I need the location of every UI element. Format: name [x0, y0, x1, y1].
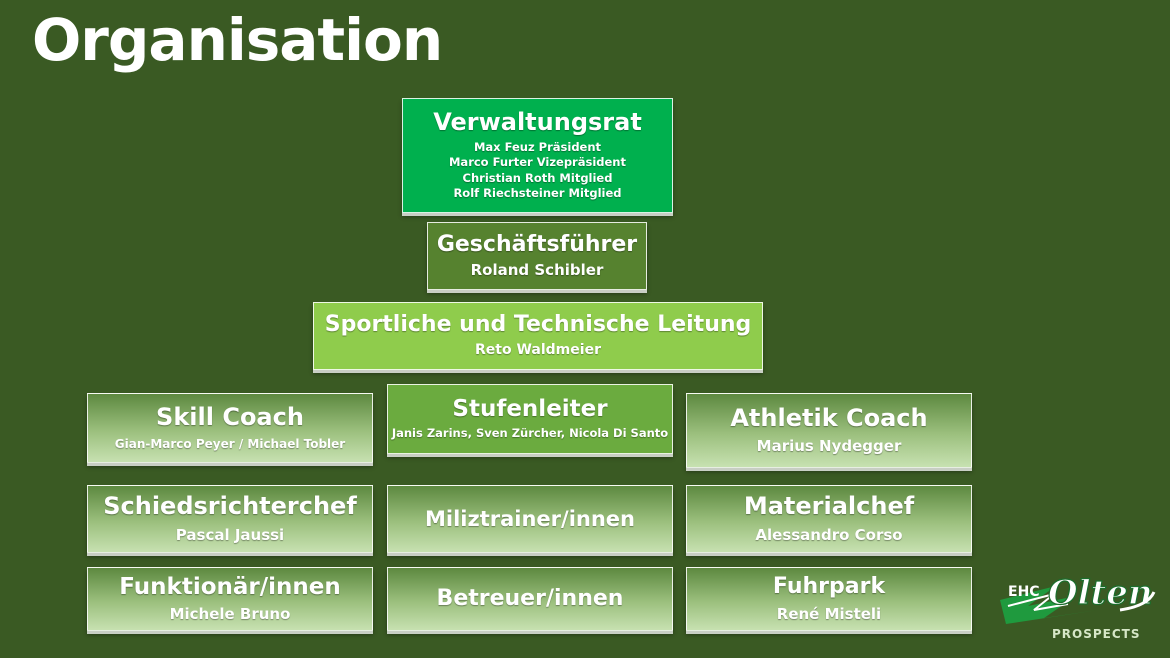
logo-wing-shape: [1000, 586, 1098, 624]
funktionaer-box: Funktionär/innen Michele Bruno: [87, 567, 373, 631]
materialchef-title: Materialchef: [743, 492, 915, 521]
schiedsrichterchef-box: Schiedsrichterchef Pascal Jaussi: [87, 485, 373, 553]
logo-swoosh: [1119, 591, 1156, 612]
athletik-coach-title: Athletik Coach: [730, 403, 928, 432]
verwaltungsrat-member: Rolf Riechsteiner Mitglied: [453, 186, 622, 201]
schiedsrichterchef-name: Pascal Jaussi: [175, 525, 285, 544]
athletik-coach-name: Marius Nydegger: [756, 437, 902, 456]
stufenleiter-box: Stufenleiter Janis Zarins, Sven Zürcher,…: [387, 384, 673, 454]
ehc-olten-logo: EHC Olten PROSPECTS: [1000, 572, 1156, 641]
schiedsrichterchef-title: Schiedsrichterchef: [103, 492, 357, 521]
fuhrpark-box: Fuhrpark René Misteli: [686, 567, 972, 631]
miliztrainer-box: Miliztrainer/innen: [387, 485, 673, 553]
verwaltungsrat-member: Marco Furter Vizepräsident: [448, 155, 626, 170]
logo-olten-text: Olten: [1048, 573, 1153, 613]
fuhrpark-name: René Misteli: [776, 604, 882, 623]
funktionaer-title: Funktionär/innen: [119, 573, 341, 600]
sportliche-leitung-box: Sportliche und Technische Leitung Reto W…: [313, 302, 763, 370]
logo-wing-highlight: [1007, 593, 1069, 611]
betreuer-box: Betreuer/innen: [387, 567, 673, 631]
logo-prospects-text: PROSPECTS: [1052, 627, 1141, 641]
logo-ehc-text: EHC: [1008, 584, 1040, 600]
verwaltungsrat-member: Max Feuz Präsident: [473, 139, 602, 154]
geschaeftsfuehrer-name: Roland Schibler: [470, 261, 604, 280]
page-title: Organisation: [32, 6, 443, 74]
stufenleiter-name: Janis Zarins, Sven Zürcher, Nicola Di Sa…: [391, 426, 669, 441]
betreuer-title: Betreuer/innen: [436, 586, 624, 612]
funktionaer-name: Michele Bruno: [169, 605, 291, 624]
geschaeftsfuehrer-box: Geschäftsführer Roland Schibler: [427, 222, 647, 290]
sportliche-leitung-name: Reto Waldmeier: [475, 342, 601, 359]
skill-coach-title: Skill Coach: [156, 403, 304, 432]
geschaeftsfuehrer-title: Geschäftsführer: [436, 231, 638, 257]
materialchef-name: Alessandro Corso: [755, 525, 903, 544]
sportliche-leitung-title: Sportliche und Technische Leitung: [324, 311, 752, 337]
miliztrainer-title: Miliztrainer/innen: [425, 506, 635, 531]
skill-coach-name: Gian-Marco Peyer / Michael Tobler: [114, 436, 346, 451]
verwaltungsrat-box: Verwaltungsrat Max Feuz Präsident Marco …: [402, 98, 673, 213]
materialchef-box: Materialchef Alessandro Corso: [686, 485, 972, 553]
stufenleiter-title: Stufenleiter: [452, 396, 608, 423]
skill-coach-box: Skill Coach Gian-Marco Peyer / Michael T…: [87, 393, 373, 463]
verwaltungsrat-title: Verwaltungsrat: [433, 108, 642, 137]
verwaltungsrat-member: Christian Roth Mitglied: [462, 170, 613, 185]
athletik-coach-box: Athletik Coach Marius Nydegger: [686, 393, 972, 468]
fuhrpark-title: Fuhrpark: [772, 574, 886, 600]
